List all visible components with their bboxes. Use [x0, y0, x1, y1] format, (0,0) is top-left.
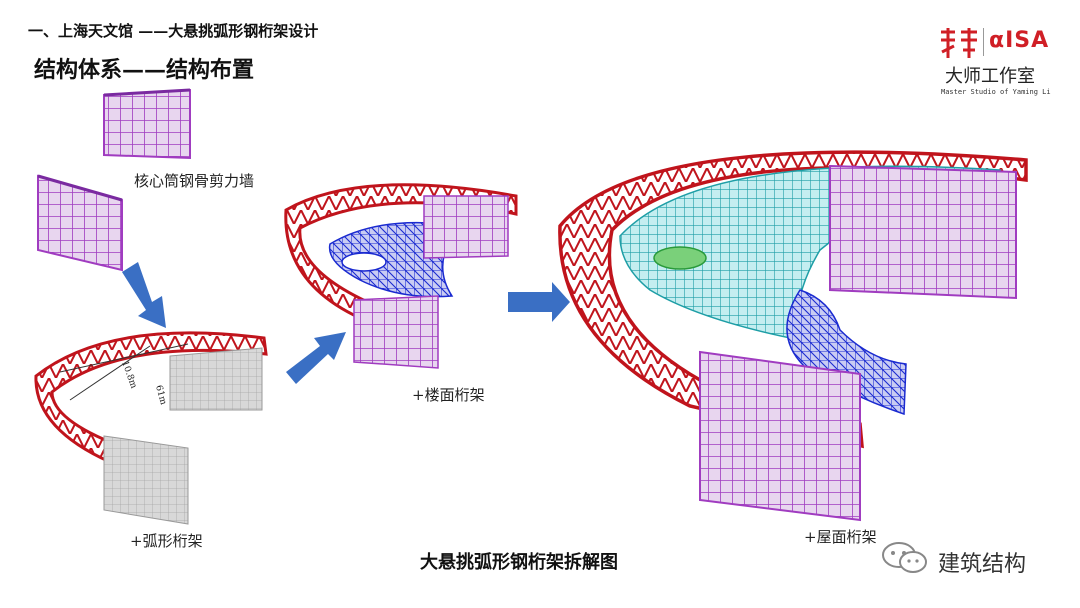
studio-name-en: Master Studio of Yaming Li [941, 88, 1051, 96]
studio-logo: αISA 大师工作室 Master Studio of Yaming Li [935, 22, 1075, 102]
aisa-emblem-icon [941, 28, 977, 58]
studio-name-cn: 大师工作室 [945, 66, 1035, 87]
slide-subtitle: 一、上海天文馆 ——大悬挑弧形钢桁架设计 [28, 22, 319, 40]
core-wall-model-top [103, 88, 191, 160]
floor-truss-label: +楼面桁架 [412, 386, 485, 404]
figure-caption: 大悬挑弧形钢桁架拆解图 [420, 552, 618, 573]
arrow-up-right-icon [286, 332, 346, 384]
arrow-down-icon [122, 262, 166, 328]
arc-truss-model [34, 331, 268, 525]
arc-dim-label-1: 10.8m [119, 360, 138, 391]
arrow-right-icon [508, 282, 570, 322]
logo-divider [983, 28, 984, 56]
slide-heading: 结构体系——结构布置 [34, 57, 255, 83]
roof-truss-model [558, 150, 1028, 522]
floor-truss-model [284, 183, 518, 369]
wechat-icon [882, 542, 927, 573]
arc-dim-label-2: 61m [153, 384, 168, 406]
watermark-text: 建筑结构 [938, 552, 1027, 577]
arc-truss-label: +弧形桁架 [130, 532, 203, 550]
core-wall-model-side [37, 174, 123, 272]
core-wall-label: 核心筒钢骨剪力墙 [134, 172, 254, 190]
roof-truss-label: +屋面桁架 [804, 528, 877, 546]
logo-brand-text: αISA [989, 28, 1050, 53]
